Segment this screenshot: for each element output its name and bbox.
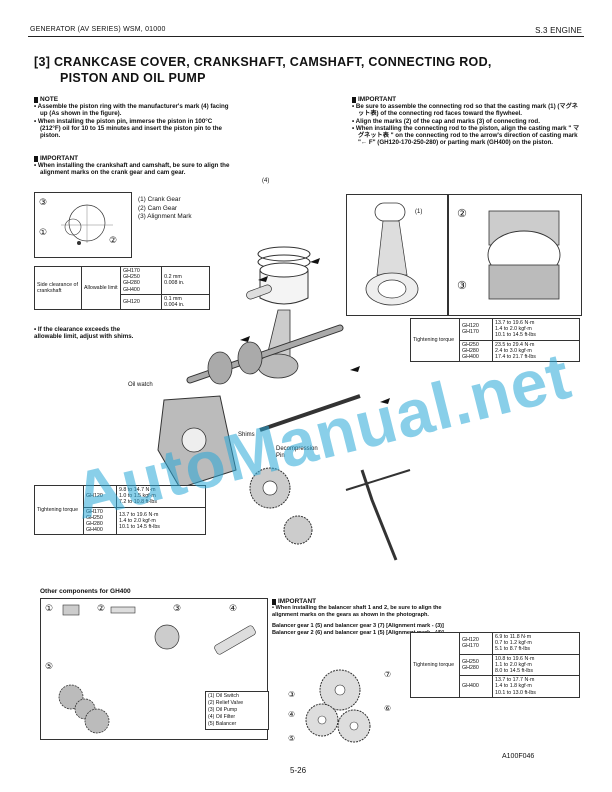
other-legend-item: (2) Relief Valve: [208, 700, 244, 706]
note-item: • Assemble the piston ring with the manu…: [34, 103, 229, 118]
balancer-callout-7: ⑦: [384, 670, 392, 679]
balancer-callout-5: ⑤: [288, 734, 296, 743]
torque-left-table: Tightening torque GH120 9.8 to 14.7 N·m …: [34, 484, 206, 536]
important-left-item: • When installing the crankshaft and cam…: [34, 162, 230, 177]
torque-bottom-value: 6.9 to 11.8 N·m 0.7 to 1.2 kgf·m 5.1 to …: [492, 632, 580, 655]
other-legend-item: (1) Oil Switch: [208, 693, 239, 699]
balancer-callout-3: ③: [288, 690, 296, 699]
other-callout-5: ⑤: [45, 661, 54, 671]
gear-callout-3: ③: [39, 197, 48, 207]
other-components-drawing: [58, 604, 256, 734]
oil-watch-label: Oil watch: [128, 382, 153, 388]
torque-right-models: GH120 GH170: [459, 318, 493, 341]
torque-bottom-models: GH120 GH170: [459, 632, 493, 655]
torque-right-value: 23.5 to 29.4 N·m 2.4 to 3.0 kgf·m 17.4 t…: [492, 339, 580, 363]
rod-figure-right: ② ③: [448, 194, 582, 316]
torque-left-models: GH170 GH250 GH280 GH400: [83, 506, 117, 536]
gear-legend: (1) Crank Gear (2) Cam Gear (3) Alignmen…: [138, 196, 192, 222]
important-right-block: IMPORTANT • Be sure to assemble the conn…: [352, 96, 580, 147]
clearance-label: Side clearance of crankshaft: [34, 265, 82, 311]
other-legend-item: (4) Oil Filter: [208, 714, 236, 720]
torque-bottom-label: Tightening torque: [410, 632, 460, 698]
important-right-item: • Align the marks (2) of the cap and mar…: [352, 117, 540, 125]
figure-code: A100F046: [502, 753, 535, 760]
clearance-table: Side clearance of crankshaft Allowable l…: [34, 265, 210, 311]
important-left-block: IMPORTANT • When installing the cranksha…: [34, 155, 230, 177]
header-right: S.3 ENGINE: [535, 26, 582, 35]
other-components-legend: (1) Oil Switch (2) Relief Valve (3) Oil …: [205, 691, 269, 730]
torque-bottom-models: GH400: [459, 675, 493, 698]
exploded-assembly-diagram: [157, 246, 411, 561]
other-callout-2: ②: [97, 603, 106, 613]
piston-ring-mark-label: (4): [262, 178, 270, 184]
gear-callout-2: ②: [109, 235, 118, 245]
rod-cap-drawing: [487, 210, 561, 300]
other-callout-3: ③: [173, 603, 182, 613]
important-marker-icon: [272, 598, 276, 605]
other-components-heading: Other components for GH400: [40, 588, 131, 595]
note-marker-icon: [34, 96, 38, 103]
balancer-callout-4: ④: [288, 710, 296, 719]
page-title-line1: [3] CRANKCASE COVER, CRANKSHAFT, CAMSHAF…: [34, 55, 492, 69]
shims-label: Shims: [238, 432, 255, 438]
torque-bottom-value: 10.8 to 19.6 N·m 1.1 to 2.0 kgf·m 8.0 to…: [492, 653, 580, 677]
clearance-value: 0.2 mm 0.008 in.: [161, 266, 210, 295]
important-bottom-block: IMPORTANT • When installing the balancer…: [272, 598, 448, 636]
balancer-alignment-2: Balancer gear 2 (6) and balancer gear 1 …: [272, 629, 444, 636]
balancer-callout-6: ⑥: [384, 704, 392, 713]
important-marker-icon: [352, 96, 356, 103]
page-title: [3] CRANKCASE COVER, CRANKSHAFT, CAMSHAF…: [34, 54, 492, 86]
balancer-gears-drawing: [305, 669, 371, 743]
rod-callout-2: ②: [457, 208, 467, 220]
note-heading: NOTE: [34, 96, 230, 103]
important-marker-icon: [34, 155, 38, 162]
header-rule: [28, 36, 584, 37]
torque-bottom-value: 13.7 to 17.7 N·m 1.4 to 1.8 kgf·m 10.1 t…: [492, 675, 580, 698]
gear-alignment-figure: ③ ② ①: [34, 192, 132, 258]
important-right-item: • Be sure to assemble the connecting rod…: [352, 103, 578, 118]
rod-figure-left: (1): [346, 194, 448, 316]
important-bottom-heading: IMPORTANT: [272, 598, 448, 605]
balancer-alignment-1: Balancer gear 1 (5) and balancer gear 3 …: [272, 623, 444, 630]
torque-left-value: 13.7 to 19.6 N·m 1.4 to 2.0 kgf·m 10.1 t…: [116, 506, 206, 536]
note-block: NOTE • Assemble the piston ring with the…: [34, 96, 230, 139]
other-callout-4: ④: [229, 603, 238, 613]
clearance-value: 0.1 mm 0.004 in.: [161, 293, 210, 311]
other-components-box: ① ② ③ ④ ⑤ (1) Oil Switch (2) Relief Valv…: [40, 598, 269, 740]
connecting-rod-drawing: [365, 202, 419, 306]
decompression-pin-label: Decompression Pin: [276, 446, 318, 459]
gear-legend-item: (1) Crank Gear: [138, 196, 181, 203]
other-legend-item: (5) Balancer: [208, 721, 237, 727]
important-left-heading: IMPORTANT: [34, 155, 230, 162]
clearance-note: • If the clearance exceeds the allowable…: [34, 326, 134, 341]
torque-right-value: 13.7 to 19.6 N·m 1.4 to 2.0 kgf·m 10.1 t…: [492, 318, 580, 341]
important-bottom-item: • When installing the balancer shaft 1 a…: [272, 605, 442, 618]
rod-callout-3: ③: [457, 280, 467, 292]
note-item: • When installing the piston pin, immers…: [34, 117, 222, 140]
header-left: GENERATOR (AV SERIES) WSM, 01000: [30, 26, 166, 33]
clearance-models: GH170 GH250 GH280 GH400: [119, 266, 163, 295]
torque-bottom-table: Tightening torque GH120 GH170 6.9 to 11.…: [410, 632, 580, 698]
gear-legend-item: (3) Alignment Mark: [138, 213, 192, 220]
torque-bottom-models: GH250 GH280: [459, 653, 493, 677]
gear-callout-1: ①: [39, 227, 48, 237]
gear-legend-item: (2) Cam Gear: [138, 204, 178, 212]
clearance-limit: Allowable limit: [81, 265, 121, 311]
gear-alignment-drawing: [61, 204, 113, 245]
other-legend-item: (3) Oil Pump: [208, 707, 238, 713]
clearance-models: GH120: [119, 293, 163, 311]
torque-right-models: GH250 GH280 GH400: [459, 339, 493, 363]
page-title-line2: PISTON AND OIL PUMP: [60, 71, 206, 85]
torque-right-table: Tightening torque GH120 GH170 13.7 to 19…: [410, 317, 580, 363]
page-number: 5-26: [290, 766, 307, 775]
important-right-item: • When installing the connecting rod to …: [352, 124, 580, 147]
other-callout-1: ①: [45, 603, 54, 613]
rod-callout-1: (1): [415, 209, 423, 215]
important-right-heading: IMPORTANT: [352, 96, 580, 103]
